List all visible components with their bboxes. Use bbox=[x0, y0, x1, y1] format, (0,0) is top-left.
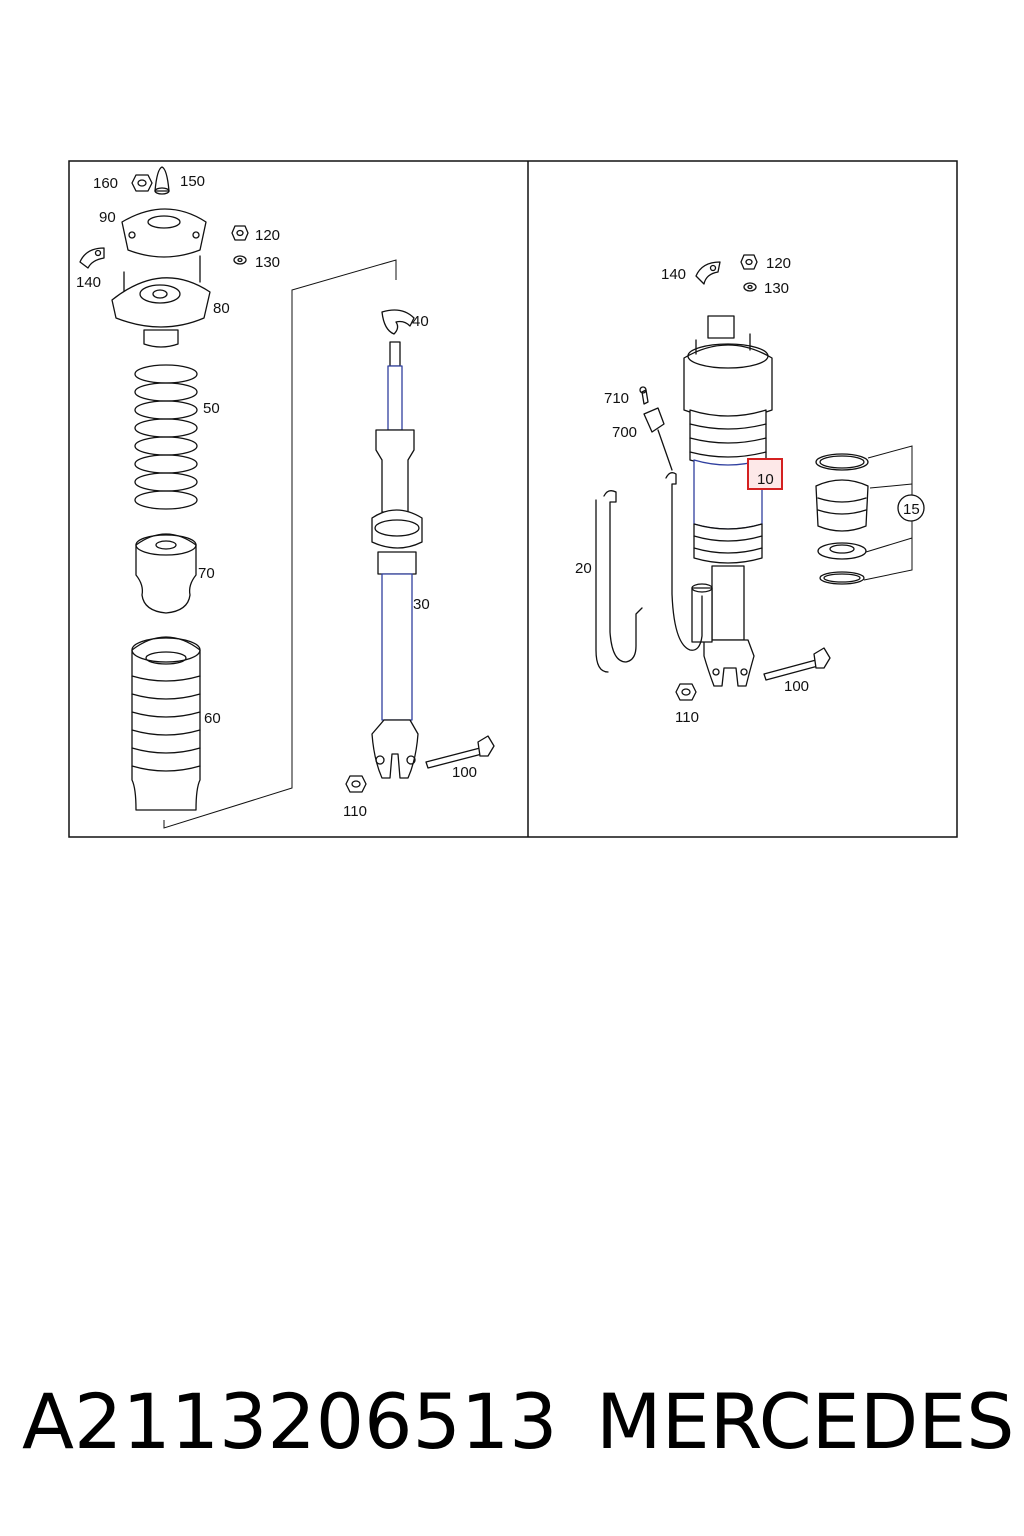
callout-140-right: 140 bbox=[661, 266, 686, 283]
callout-130: 130 bbox=[255, 254, 280, 271]
callout-100-left: 100 bbox=[452, 764, 477, 781]
callout-80: 80 bbox=[213, 300, 230, 317]
right-assembly bbox=[595, 254, 925, 701]
spring-seat-80-icon bbox=[111, 255, 211, 348]
clip-40-icon bbox=[381, 309, 415, 335]
callout-140: 140 bbox=[76, 274, 101, 291]
callout-110-right: 110 bbox=[675, 709, 699, 726]
connector-700-icon bbox=[643, 407, 673, 471]
bump-stop-70-icon bbox=[135, 533, 197, 614]
diagram-frame bbox=[68, 160, 958, 838]
callout-10-highlighted: 10 bbox=[757, 471, 774, 488]
highlight-box-10 bbox=[747, 458, 783, 490]
nut-120-right-icon bbox=[740, 254, 758, 270]
callout-15-circle bbox=[897, 494, 925, 522]
callout-20: 20 bbox=[575, 560, 592, 577]
callout-50: 50 bbox=[203, 400, 220, 417]
bolt-100-right-icon bbox=[763, 647, 831, 681]
callout-700: 700 bbox=[612, 424, 637, 441]
callout-90: 90 bbox=[99, 209, 116, 226]
callout-160: 160 bbox=[93, 175, 118, 192]
part-number: A2113206513 bbox=[22, 1377, 558, 1466]
footer-caption: A2113206513 MERCEDES bbox=[0, 1372, 1024, 1472]
callout-100-right: 100 bbox=[784, 678, 809, 695]
strut-30-icon bbox=[371, 341, 423, 779]
callout-70: 70 bbox=[198, 565, 215, 582]
nut-110-right-icon bbox=[675, 683, 697, 701]
coil-spring-50-icon bbox=[134, 364, 198, 510]
kit-15-icon bbox=[815, 453, 869, 585]
mount-90-icon bbox=[121, 208, 207, 258]
callout-120-right: 120 bbox=[766, 255, 791, 272]
callout-30: 30 bbox=[413, 596, 430, 613]
callout-150: 150 bbox=[180, 173, 205, 190]
callout-40: 40 bbox=[412, 313, 429, 330]
right-callouts: 140 120 130 710 700 20 15 100 110 10 bbox=[575, 255, 920, 726]
nut-160-icon bbox=[131, 174, 153, 192]
brand-name: MERCEDES bbox=[596, 1377, 1015, 1466]
washer-130-icon bbox=[233, 255, 247, 265]
callout-710: 710 bbox=[604, 390, 629, 407]
left-assembly bbox=[79, 166, 495, 829]
air-strut-10-icon bbox=[683, 315, 773, 687]
dust-boot-60-icon bbox=[131, 636, 201, 811]
left-callouts: 160 150 90 120 130 140 80 50 70 60 40 30… bbox=[76, 173, 477, 820]
nut-120-icon bbox=[231, 225, 249, 241]
bracket-140-right-icon bbox=[695, 261, 721, 285]
washer-130-right-icon bbox=[743, 282, 757, 292]
callout-60: 60 bbox=[204, 710, 221, 727]
sensor-cable-700 bbox=[665, 472, 703, 651]
callout-110-left: 110 bbox=[343, 803, 367, 820]
cap-150-icon bbox=[154, 166, 170, 195]
bracket-140-icon bbox=[79, 247, 105, 269]
callout-130-right: 130 bbox=[764, 280, 789, 297]
nut-110-icon bbox=[345, 775, 367, 793]
callout-120: 120 bbox=[255, 227, 280, 244]
pin-710-icon bbox=[639, 386, 649, 405]
callout-15: 15 bbox=[903, 501, 920, 518]
cable-20-icon bbox=[603, 490, 643, 663]
bolt-100-icon bbox=[425, 735, 495, 769]
